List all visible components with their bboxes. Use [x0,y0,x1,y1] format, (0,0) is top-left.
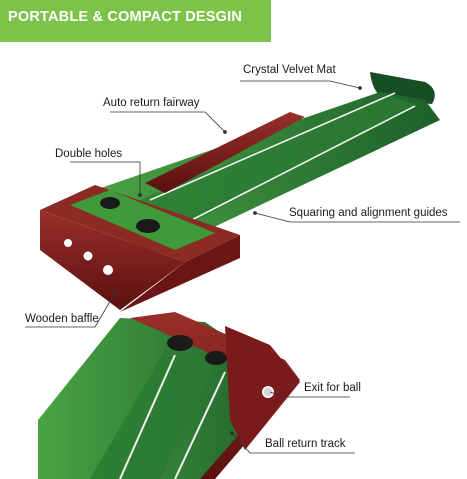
hole-1 [100,197,120,209]
callout-crystal-velvet-mat: Crystal Velvet Mat [243,64,336,76]
alignment-line-2 [179,105,416,227]
callout-lines [25,80,460,454]
callout-wooden-baffle: Wooden baffle [25,313,99,325]
upper-mat [40,72,440,312]
return-fairway [145,112,305,193]
alignment-line-1 [149,92,396,201]
lower-mat-closeup [38,312,300,479]
banner-title: PORTABLE & COMPACT DESGIN [8,9,243,25]
hole-2 [136,219,160,233]
wooden-baffle [40,210,185,310]
callout-auto-return-fairway: Auto return fairway [103,97,200,109]
callout-squaring-guides: Squaring and alignment guides [289,207,448,219]
closeup-hole-2 [205,351,227,365]
callout-double-holes: Double holes [55,148,123,160]
title-banner: PORTABLE & COMPACT DESGIN [0,0,271,42]
callout-exit-for-ball: Exit for ball [304,382,361,394]
closeup-hole-1 [167,335,193,351]
callout-ball-return-track: Ball return track [265,438,346,450]
